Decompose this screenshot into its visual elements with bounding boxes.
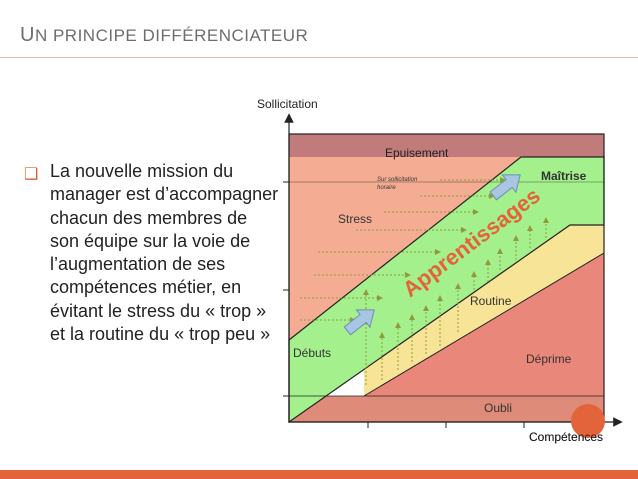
label-stress: Stress <box>338 212 372 226</box>
note-line-1: Sur sollicitation <box>377 177 418 183</box>
slide-title: UN PRINCIPE DIFFÉRENCIATEUR <box>20 24 308 47</box>
label-oubli: Oubli <box>484 401 512 415</box>
hollow-square-bullet-icon: ❑ <box>24 166 39 183</box>
zone-routine <box>364 225 604 396</box>
bottom-accent-bar <box>0 470 638 479</box>
accent-circle-icon <box>571 404 605 438</box>
y-axis-label: Sollicitation <box>257 97 318 111</box>
title-divider <box>0 57 638 58</box>
routine-boundary <box>363 252 605 397</box>
zone-oubli <box>289 396 604 422</box>
label-routine: Routine <box>470 294 512 308</box>
progress-arrow-icon <box>343 309 375 336</box>
note-line-2: horaire <box>377 185 396 191</box>
routine-arrows <box>363 217 549 385</box>
zone-maitrise-band <box>289 157 604 422</box>
stress-arrows <box>300 177 506 323</box>
label-maitrise: Maîtrise <box>541 169 587 183</box>
x-axis-label-overlay: Compétences <box>529 430 603 444</box>
label-deprime: Déprime <box>526 352 572 366</box>
bullet-text: La nouvelle mission du manager est d’acc… <box>50 161 279 345</box>
label-epuisement: Epuisement <box>385 146 449 160</box>
label-debuts: Débuts <box>293 346 331 360</box>
slide-title-rest: N PRINCIPE DIFFÉRENCIATEUR <box>34 26 309 45</box>
slide-title-initial: U <box>20 24 35 46</box>
progress-arrow-icon <box>489 174 521 201</box>
